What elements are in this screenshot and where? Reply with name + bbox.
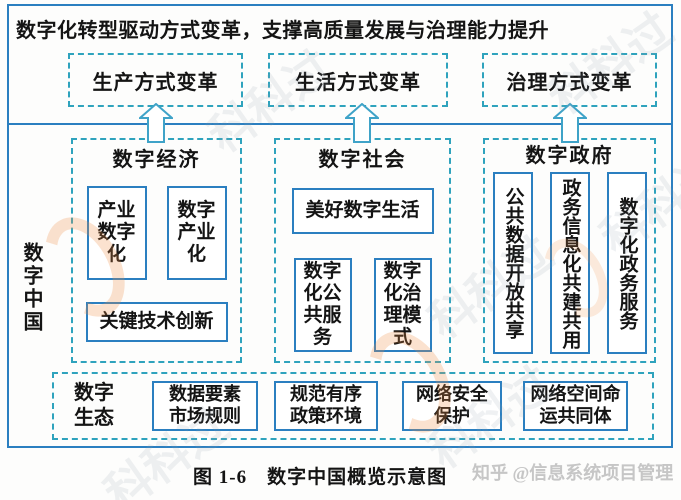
- up-arrow-icon: [345, 103, 379, 143]
- box-digital-gov-service: 数字化政务服务: [606, 172, 647, 354]
- column-digital-society-title: 数字社会: [318, 149, 407, 171]
- zhihu-credit-watermark: 知乎 @信息系统项目管理: [472, 463, 674, 483]
- up-arrow-icon: [139, 103, 173, 143]
- column-digital-government-title: 数字政府: [525, 145, 614, 167]
- box-key-tech-innovation: 关键技术创新: [85, 302, 228, 342]
- box-public-data-open-sharing: 公共数据开放共享: [492, 172, 533, 354]
- column-digital-economy: 数字经济 产业 数字 化 数字 产业 化 关键技术创新: [71, 138, 242, 363]
- outer-frame: [7, 4, 673, 448]
- box-good-digital-life: 美好数字生活: [291, 188, 434, 234]
- box-network-security-protection: 网络安全 保护: [402, 381, 502, 431]
- top-box-life-label: 生活方式变革: [295, 71, 421, 94]
- box-digital-governance-mode: 数字 化治 理模 式: [373, 258, 432, 352]
- column-digital-government: 数字政府 公共数据开放共享 政务信息化共建共用 数字化政务服务: [483, 138, 656, 363]
- box-data-element-market-rules: 数据要素 市场规则: [152, 381, 258, 431]
- box-digital-industrialization: 数字 产业 化: [166, 186, 227, 280]
- container-label: 数字中国: [20, 242, 42, 334]
- box-cyberspace-community: 网络空间命 运共同体: [523, 381, 628, 431]
- top-box-governance: 治理方式变革: [482, 53, 657, 107]
- top-box-governance-label: 治理方式变革: [506, 71, 633, 94]
- box-gov-info-co-construction: 政务信息化共建共用: [549, 172, 590, 354]
- government-boxes-row: 公共数据开放共享 政务信息化共建共用 数字化政务服务: [492, 172, 647, 354]
- figure-caption: 图 1-6 数字中国概览示意图: [193, 467, 448, 488]
- society-boxes-row: 数字 化公 共服 务 数字 化治 理模 式: [293, 258, 432, 352]
- top-box-life: 生活方式变革: [268, 53, 448, 107]
- bottom-row-digital-ecology: 数字 生态 数据要素 市场规则 规范有序 政策环境 网络安全 保护 网络空间命 …: [52, 372, 654, 440]
- diagram-title: 数字化转型驱动方式变革，支撑高质量发展与治理能力提升: [16, 20, 549, 42]
- box-industry-digitalization: 产业 数字 化: [86, 186, 147, 280]
- top-box-production-label: 生产方式变革: [92, 71, 219, 94]
- economy-boxes-row: 产业 数字 化 数字 产业 化: [86, 186, 227, 280]
- box-orderly-policy-environment: 规范有序 政策环境: [274, 381, 378, 431]
- container-top-edge: [7, 123, 673, 125]
- up-arrow-icon: [553, 103, 587, 143]
- digital-ecology-label: 数字 生态: [74, 382, 114, 429]
- column-digital-economy-title: 数字经济: [112, 149, 201, 171]
- box-digital-public-service: 数字 化公 共服 务: [293, 258, 352, 352]
- column-digital-society: 数字社会 美好数字生活 数字 化公 共服 务 数字 化治 理模 式: [274, 138, 451, 363]
- top-box-production: 生产方式变革: [68, 53, 243, 107]
